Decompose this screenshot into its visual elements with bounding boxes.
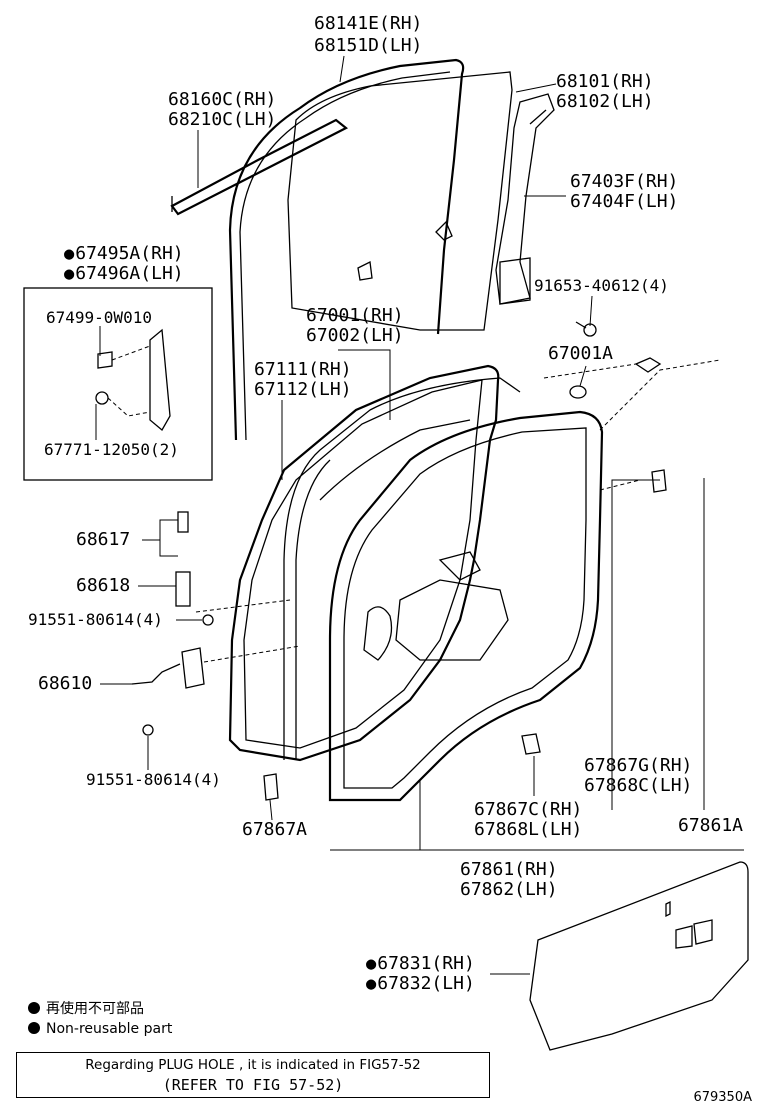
label-67867G: 67867G(RH) <box>584 755 693 776</box>
label-67862: 67862(LH) <box>460 879 558 900</box>
label-68102: 68102(LH) <box>556 91 654 112</box>
label-67868L: 67868L(LH) <box>474 819 583 840</box>
label-67403F: 67403F(RH) <box>570 171 679 192</box>
label-67112: 67112(LH) <box>254 379 352 400</box>
label-68610: 68610 <box>38 673 93 694</box>
note-line-1: Regarding PLUG HOLE , it is indicated in… <box>85 1057 421 1073</box>
label-67001: 67001(RH) <box>306 305 404 326</box>
door-weatherstrip <box>283 377 604 802</box>
clip-67001A <box>569 357 662 399</box>
label-68151D: 68151D(LH) <box>314 35 423 56</box>
label-68141E: 68141E(RH) <box>314 13 423 34</box>
leader-lines <box>95 55 744 975</box>
label-91653: 91653-40612(4) <box>534 276 669 295</box>
note-line-2: (REFER TO FIG 57-52) <box>162 1076 344 1094</box>
label-68210C: 68210C(LH) <box>168 109 277 130</box>
door-panel <box>228 364 500 762</box>
label-67404F: 67404F(LH) <box>570 191 679 212</box>
inset-box <box>23 287 213 481</box>
label-67002: 67002(LH) <box>306 325 404 346</box>
door-trim-board <box>529 861 749 1051</box>
label-67868C: 67868C(LH) <box>584 775 693 796</box>
label-91551-upper: 91551-80614(4) <box>28 610 163 629</box>
belt-moulding <box>170 118 349 216</box>
label-67499: 67499-0W010 <box>46 308 152 327</box>
hinge-assembly <box>131 511 301 736</box>
door-glass <box>287 71 513 331</box>
figure-id: 679350A <box>693 1090 752 1105</box>
label-67831: 67831(RH) <box>366 954 475 974</box>
label-68160C: 68160C(RH) <box>168 89 277 110</box>
label-67867C: 67867C(RH) <box>474 799 583 820</box>
label-67867A: 67867A <box>242 819 308 840</box>
legend-japanese: 再使用不可部品 <box>28 1000 144 1018</box>
label-68618: 68618 <box>76 575 131 596</box>
rear-lower-sash <box>495 93 555 305</box>
label-67496A: 67496A(LH) <box>64 264 183 284</box>
label-67001A: 67001A <box>548 343 614 364</box>
label-67771: 67771-12050(2) <box>44 440 179 459</box>
dashed-leaders <box>543 359 721 491</box>
label-68101: 68101(RH) <box>556 71 654 92</box>
label-67832: 67832(LH) <box>366 974 475 994</box>
label-67495A: 67495A(RH) <box>64 244 183 264</box>
label-67861A: 67861A <box>678 815 744 836</box>
label-67111: 67111(RH) <box>254 359 352 380</box>
bullet-icon <box>28 1002 40 1014</box>
label-67861: 67861(RH) <box>460 859 558 880</box>
label-91551-lower: 91551-80614(4) <box>86 770 221 789</box>
bolt-91653 <box>575 321 597 337</box>
label-68617: 68617 <box>76 529 131 550</box>
plug-hole-note: Regarding PLUG HOLE , it is indicated in… <box>16 1052 490 1098</box>
legend-english: Non-reusable part <box>28 1020 172 1038</box>
bullet-icon <box>28 1022 40 1034</box>
inner-panel-openings <box>363 551 509 661</box>
weatherstrip-clips <box>263 469 667 801</box>
